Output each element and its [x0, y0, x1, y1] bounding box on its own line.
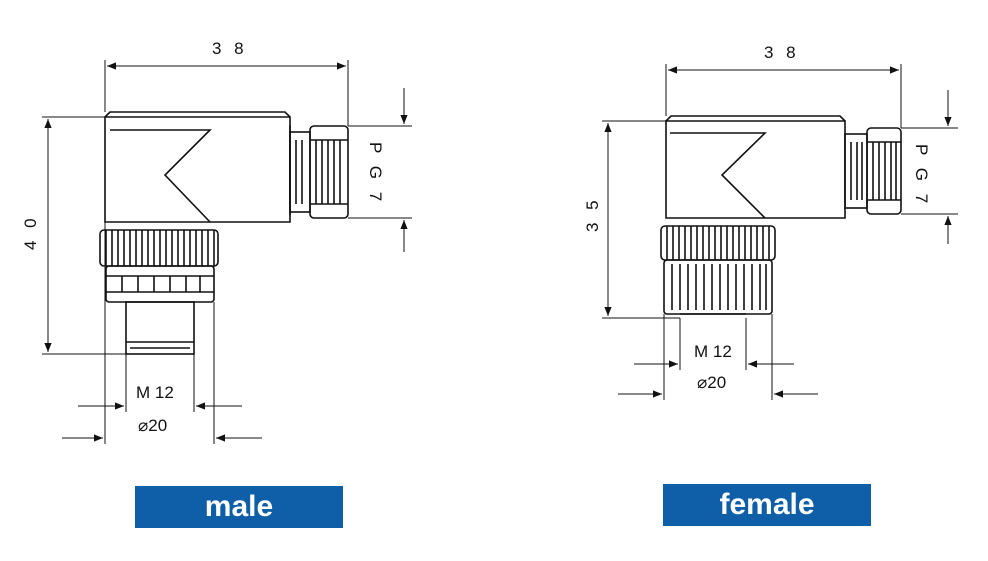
female-dim-thread-side: P G 7: [912, 144, 931, 207]
male-side-gland: [289, 125, 349, 219]
male-connector-drawing: [42, 60, 412, 444]
male-dim-thread: M 12: [136, 383, 174, 402]
female-sleeve: [663, 259, 773, 315]
male-knurled-nut: [99, 229, 219, 267]
male-thread: [125, 301, 195, 355]
female-dim-thread: M 12: [694, 342, 732, 361]
male-sleeve: [105, 265, 215, 303]
male-dim-height: 4 0: [21, 214, 40, 250]
female-dim-height: 3 5: [583, 196, 602, 232]
female-body: [665, 115, 846, 219]
male-label: male: [135, 486, 343, 528]
female-knurled-nut: [660, 225, 776, 261]
male-dim-diameter: ⌀20: [138, 416, 167, 435]
male-body: [104, 111, 291, 223]
male-dim-width: 3 8: [212, 39, 248, 58]
male-dim-thread-side: P G 7: [366, 142, 385, 205]
female-dim-diameter: ⌀20: [697, 373, 726, 392]
female-label: female: [663, 484, 871, 526]
female-side-gland: [844, 127, 902, 215]
female-connector-drawing: [602, 64, 958, 400]
female-dim-width: 3 8: [764, 43, 800, 62]
